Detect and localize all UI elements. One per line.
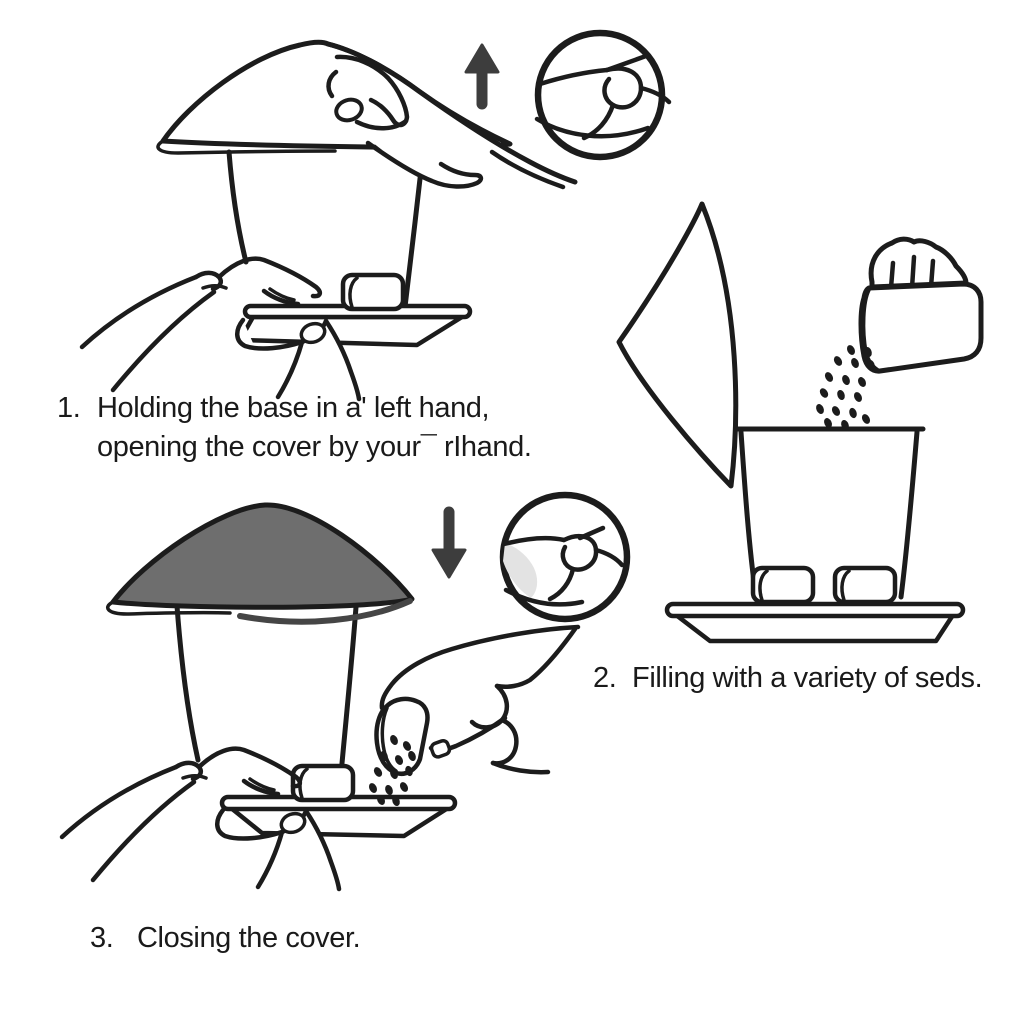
step1-inset-pinch [534,29,672,161]
step2-open-cover [616,201,739,489]
step3-feeder-tray [219,794,458,839]
step1-holding-hand [82,259,359,399]
step1-lifting-hand [325,41,578,215]
step3-caption: 3. Closing the cover. [90,919,361,958]
step2-scoop-hand [858,236,984,374]
step1-caption: 1. Holding the base in a' left hand, ope… [57,389,532,467]
down-arrow-icon [431,506,467,579]
step2-seed-port-left [753,568,813,602]
up-arrow-icon [464,43,500,110]
step1-line1: Holding the base in a' left hand, [97,392,490,424]
step2-feeder-tray [664,601,966,644]
step1-feeder-body [226,149,424,310]
step2-illustration [616,201,984,644]
step1-number: 1. [57,392,81,424]
step2-falling-seeds [816,345,875,431]
step3-falling-seeds [368,735,416,807]
step3-feeder-body [174,603,359,777]
step3-inset-pinch [499,491,631,623]
step2-seed-port-right [835,568,895,602]
step2-number: 2. [593,662,617,694]
step3-line1: Closing the cover. [137,922,361,954]
step1-feeder-tray [237,303,473,348]
step3-number: 3. [90,922,114,954]
step3-pouring-hand [374,624,581,776]
step3-illustration [62,502,581,889]
step2-caption: 2. Filling with a variety of seds. [593,659,983,698]
step1-line2: opening the cover by your¯ rIhand. [97,431,532,463]
step3-closed-roof [106,502,415,625]
step1-illustration [82,39,578,399]
step1-seed-port [343,275,403,309]
step2-line1: Filling with a variety of seds. [632,662,983,694]
